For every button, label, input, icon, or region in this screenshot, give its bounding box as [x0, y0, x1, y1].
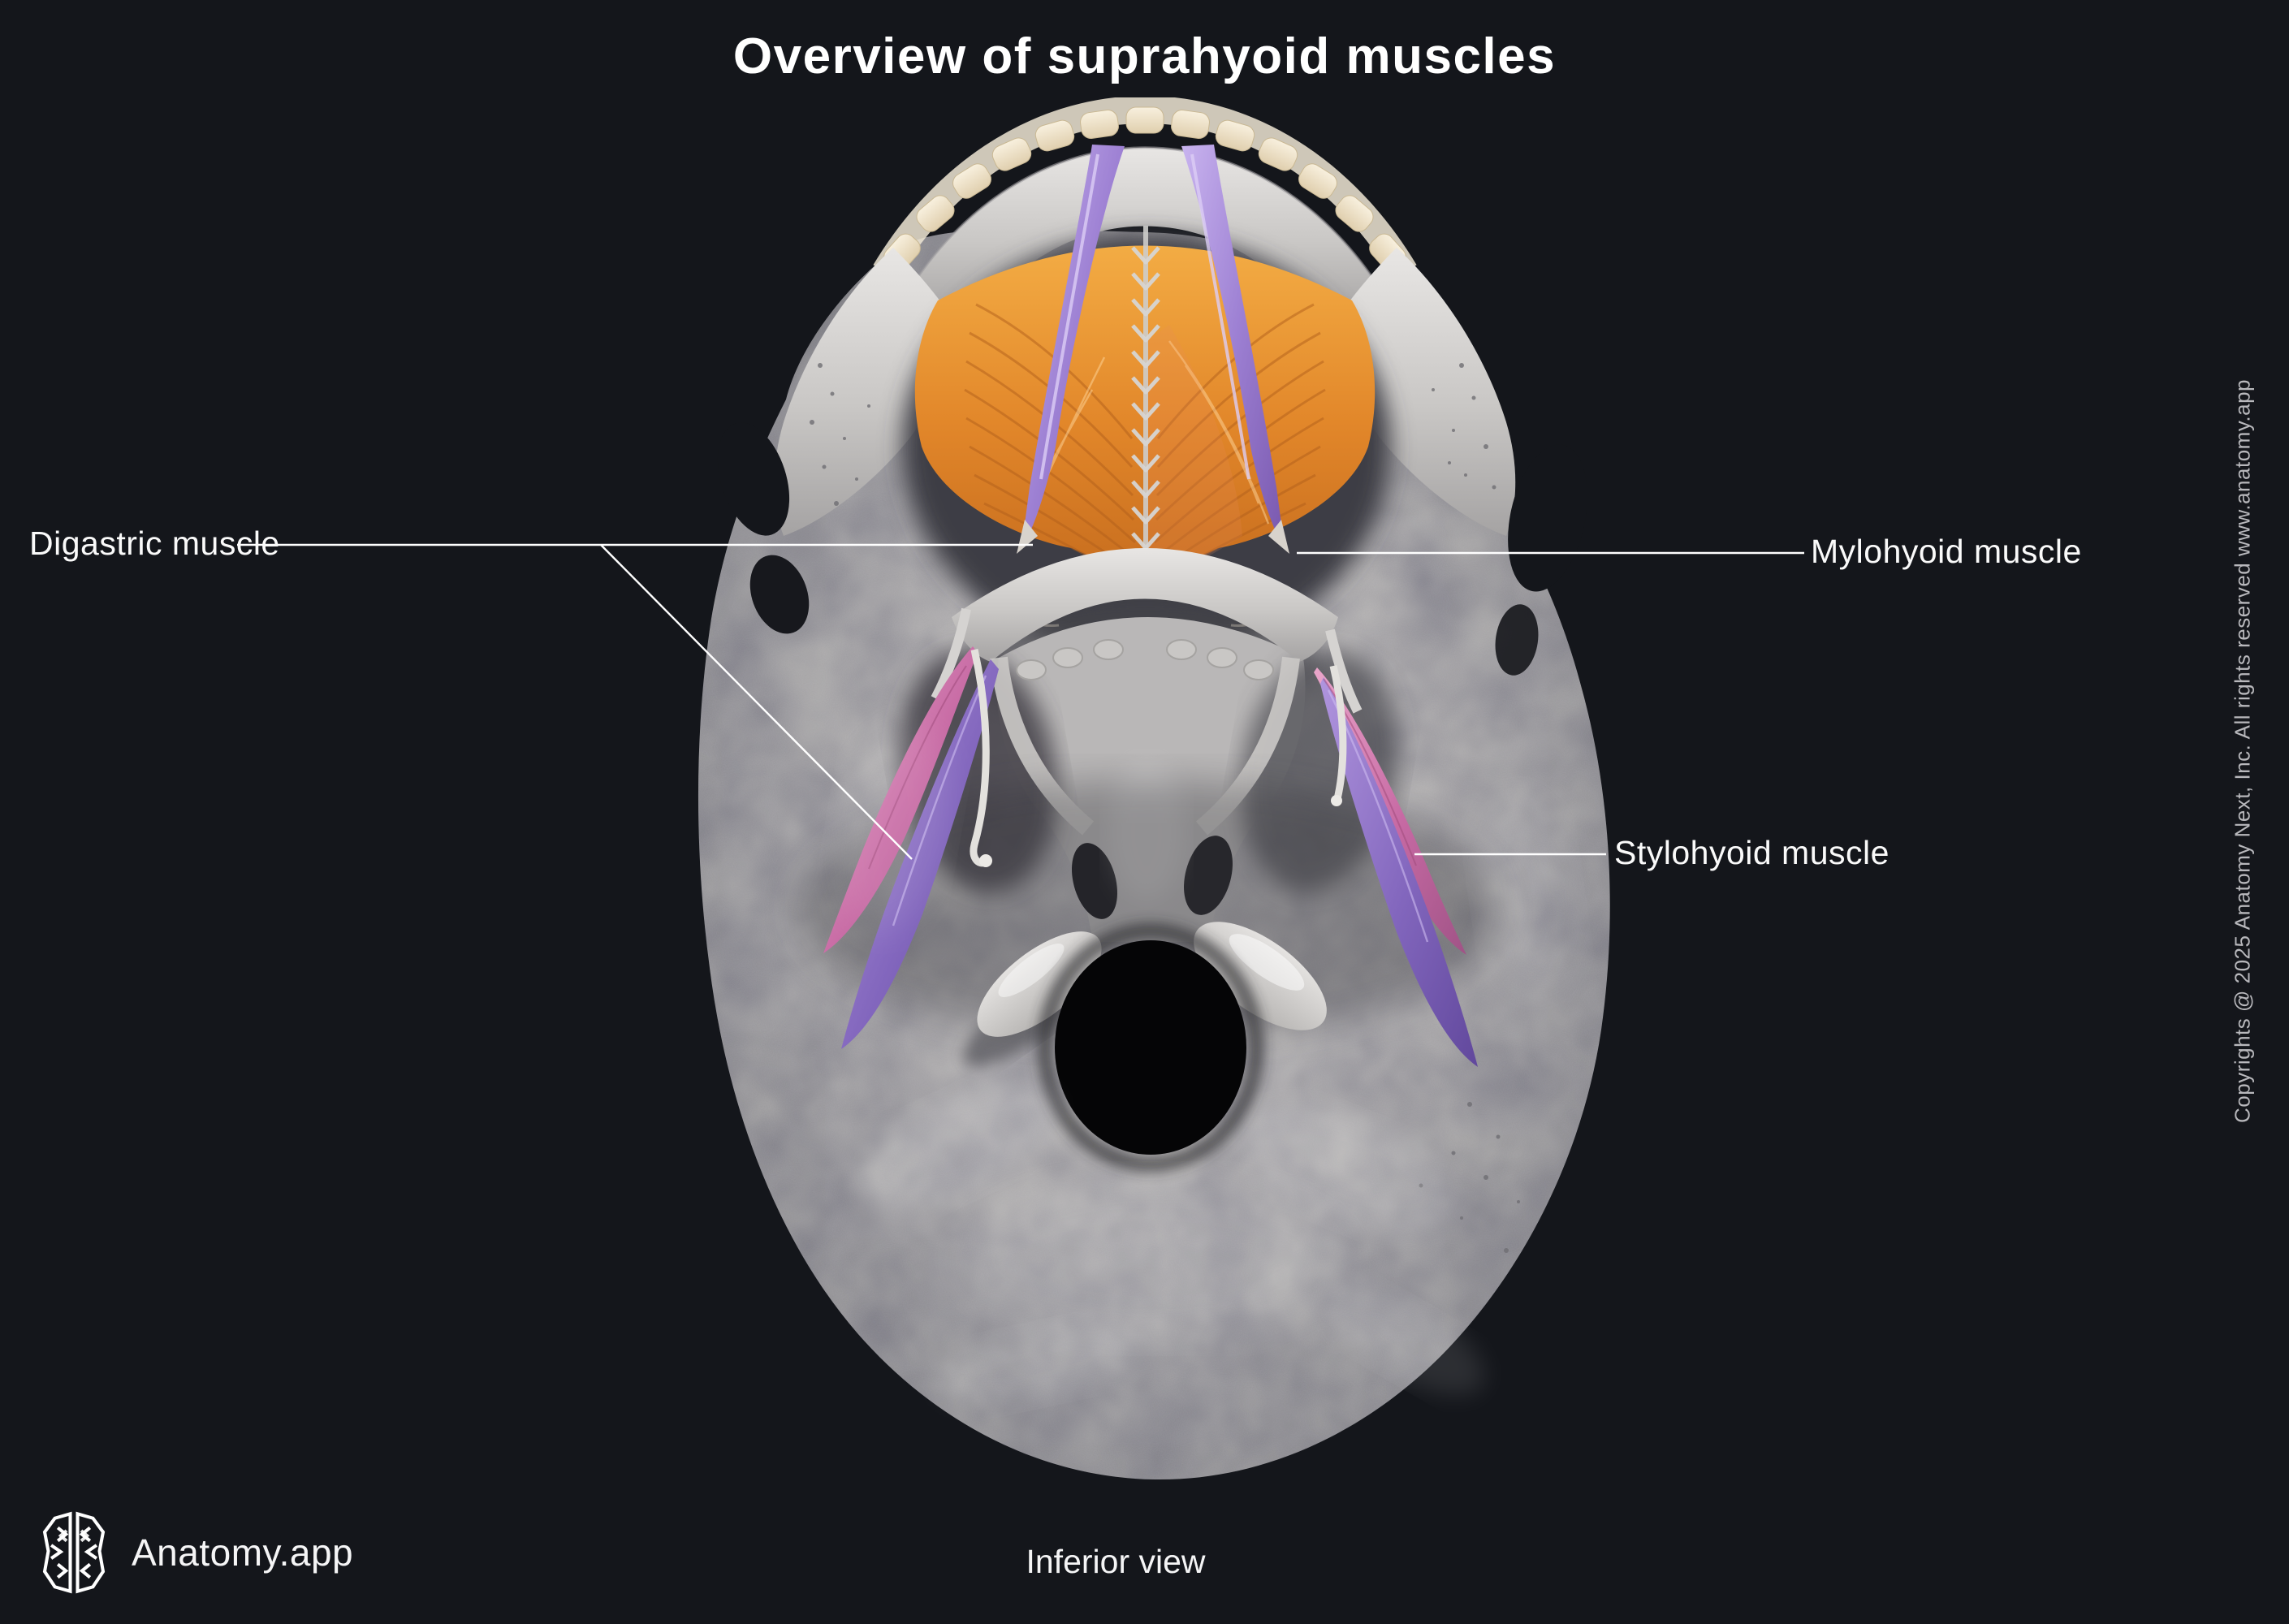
label-mylohyoid-muscle: Mylohyoid muscle [1811, 533, 2082, 570]
brand-lockup: Anatomy.app [37, 1509, 353, 1596]
hard-palate-and-base [800, 548, 1498, 1039]
specular-highlights [834, 723, 1577, 1406]
teeth-row [873, 97, 1417, 279]
page-title: Overview of suprahyoid muscles [732, 28, 1557, 84]
brand-name: Anatomy.app [132, 1531, 354, 1574]
view-caption: Inferior view [1026, 1543, 1206, 1580]
label-digastric-muscle: Digastric muscle [29, 525, 280, 562]
copyright-text: Copyrights @ 2025 Anatomy Next, Inc. All… [2230, 379, 2255, 1123]
digastric-anterior-bellies-shape [1017, 145, 1289, 554]
anatomy-brain-logo-icon [42, 1511, 106, 1594]
digastric-posterior-right-shape [1320, 677, 1478, 1067]
foramen-magnum-region [963, 922, 1327, 1171]
label-stylohyoid-muscle: Stylohyoid muscle [1614, 834, 1890, 871]
skull-inferior-view-illustration [697, 97, 1610, 1480]
